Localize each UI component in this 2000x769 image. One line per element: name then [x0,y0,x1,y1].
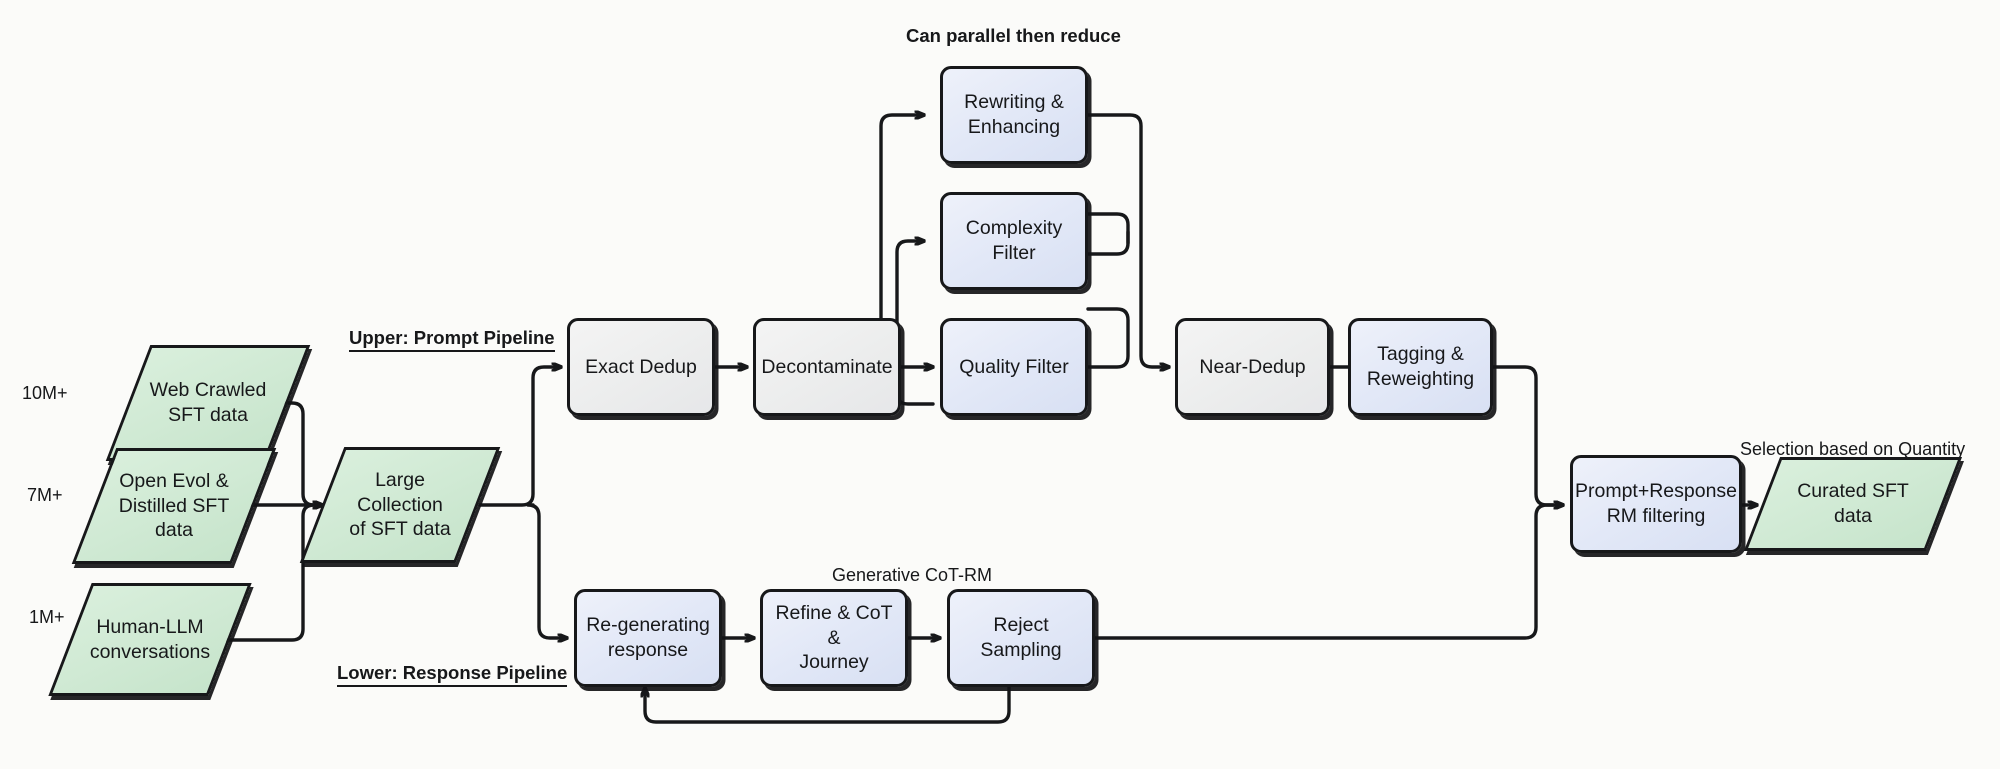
step-prompt-response-rm-filtering[interactable]: Prompt+Response RM filtering [1570,455,1742,553]
annotation-upper-pipeline: Upper: Prompt Pipeline [349,327,555,352]
source-human-llm-label: Human-LLM conversations [84,615,216,665]
text-line-2: Enhancing [967,116,1061,138]
text-line-1: Open Evol & [119,469,229,492]
annotation-lower-pipeline: Lower: Response Pipeline [337,662,568,687]
text-line-2: data [1834,505,1872,527]
text-line-1: Curated SFT [1797,480,1909,503]
text-line-3: data [155,519,193,542]
text-line-2: conversations [89,640,211,663]
step-rewriting-enhancing-label: Rewriting & Enhancing [964,90,1064,140]
text-line-1: Human-LLM [96,615,204,638]
source-human-llm[interactable]: Human-LLM conversations [48,583,252,696]
output-curated-sft-data-label: Curated SFT data [1791,479,1915,529]
text-line-2: Distilled SFT [118,494,230,517]
wire-rewriting-to-merge [1086,113,1171,367]
count-web-crawled: 10M+ [22,383,68,403]
step-complexity-filter[interactable]: Complexity Filter [940,192,1088,290]
text-line-2: Collection [357,493,443,516]
text-line-1: Large [375,468,425,491]
text-line-1: Web Crawled [149,379,267,402]
step-refine-cot-journey-label: Refine & CoT & Journey [771,601,897,676]
source-web-crawled-label: Web Crawled SFT data [144,378,273,428]
step-rewriting-enhancing[interactable]: Rewriting & Enhancing [940,66,1088,164]
annotation-selection-quantity: Selection based on Quantity [1740,439,1966,459]
step-re-generating-response[interactable]: Re-generating response [574,589,722,687]
step-near-dedup[interactable]: Near-Dedup [1175,318,1330,416]
wire-qualityfilter-to-merge [1086,307,1130,369]
step-complexity-filter-label: Complexity Filter [966,216,1062,266]
step-tagging-reweighting-label: Tagging & Reweighting [1367,342,1474,392]
text-line-2: response [607,639,689,661]
text-line-2: Journey [799,651,869,674]
wire-collection-to-exactdedup [478,367,563,507]
step-rm-filtering-label: Prompt+Response RM filtering [1575,479,1737,529]
step-decontaminate[interactable]: Decontaminate [753,318,901,416]
output-curated-sft-data[interactable]: Curated SFT data [1743,457,1963,551]
text-line-1: Refine & CoT & [775,601,893,649]
step-exact-dedup[interactable]: Exact Dedup [567,318,715,416]
text-line-2: SFT data [168,404,248,426]
count-human-llm: 1M+ [29,607,65,627]
step-refine-cot-journey[interactable]: Refine & CoT & Journey [760,589,908,687]
annotation-can-parallel: Can parallel then reduce [906,25,1121,46]
text-line-1: Prompt+Response [1574,480,1738,503]
step-tagging-reweighting[interactable]: Tagging & Reweighting [1348,318,1493,416]
source-open-evol-label: Open Evol & Distilled SFT data [113,469,236,544]
large-collection-of-sft-data[interactable]: Large Collection of SFT data [299,447,501,563]
wire-tagging-to-rm [1491,365,1565,505]
source-web-crawled[interactable]: Web Crawled SFT data [105,345,311,461]
text-line-2: RM filtering [1606,505,1706,527]
text-line-1: Re-generating [586,614,710,637]
text-line-2: Reweighting [1366,368,1475,390]
large-collection-label: Large Collection of SFT data [343,468,457,543]
annotation-generative-cot-rm: Generative CoT-RM [832,565,993,585]
text-line-2: Filter [992,242,1036,264]
wire-rejectsampling-to-rm [1075,505,1565,640]
source-open-evol[interactable]: Open Evol & Distilled SFT data [71,448,277,564]
text-line-1: Tagging & [1377,343,1464,366]
count-open-evol: 7M+ [27,485,63,505]
step-re-generating-response-label: Re-generating response [586,613,710,663]
wire-collection-to-regenerating [526,503,569,638]
wire-web-to-collection [283,401,324,505]
wire-complexity-to-merge [1086,212,1130,256]
wire-branch-to-complexityfilter [895,241,935,406]
text-line-3: of SFT data [349,518,451,541]
step-reject-sampling[interactable]: Reject Sampling [947,589,1095,687]
step-quality-filter[interactable]: Quality Filter [940,318,1088,416]
text-line-1: Complexity [965,217,1063,240]
text-line-1: Rewriting & [964,91,1064,114]
